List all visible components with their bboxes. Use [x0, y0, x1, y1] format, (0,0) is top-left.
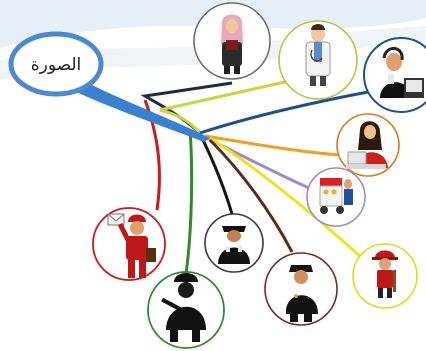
cashier-woman-icon [346, 121, 388, 169]
connector-line-security [201, 139, 234, 215]
hub-node: الصورة [8, 31, 104, 97]
node-doctor [278, 20, 358, 100]
connector-line-cashier [204, 134, 341, 157]
connector-line-teacher [140, 81, 233, 135]
node-mail-carrier [92, 207, 166, 281]
node-street-vendor [306, 167, 366, 227]
connector-line-police [208, 138, 294, 253]
node-security [204, 213, 264, 273]
police-officer-icon [285, 265, 318, 322]
node-soldier [147, 271, 225, 349]
connector-line-soldier [184, 129, 194, 275]
node-firefighter [352, 243, 418, 309]
connector-line-call-center [199, 90, 369, 135]
node-police [264, 252, 338, 326]
security-guard-icon [218, 226, 250, 264]
node-call-center [363, 37, 426, 113]
food-cart-vendor-icon [319, 178, 353, 214]
hub-tail [72, 78, 210, 142]
teacher-woman-hijab-icon [221, 14, 243, 74]
hub-label: الصورة [31, 55, 82, 75]
connector-line-doctor [159, 80, 286, 135]
doctor-icon [305, 24, 331, 86]
soldier-icon [161, 273, 206, 342]
mail-carrier-icon [107, 213, 156, 278]
connector-line-firefighter [209, 136, 364, 260]
node-teacher [193, 2, 271, 80]
firefighter-icon [372, 250, 398, 298]
call-center-agent-icon [380, 47, 424, 98]
node-cashier [336, 113, 400, 177]
